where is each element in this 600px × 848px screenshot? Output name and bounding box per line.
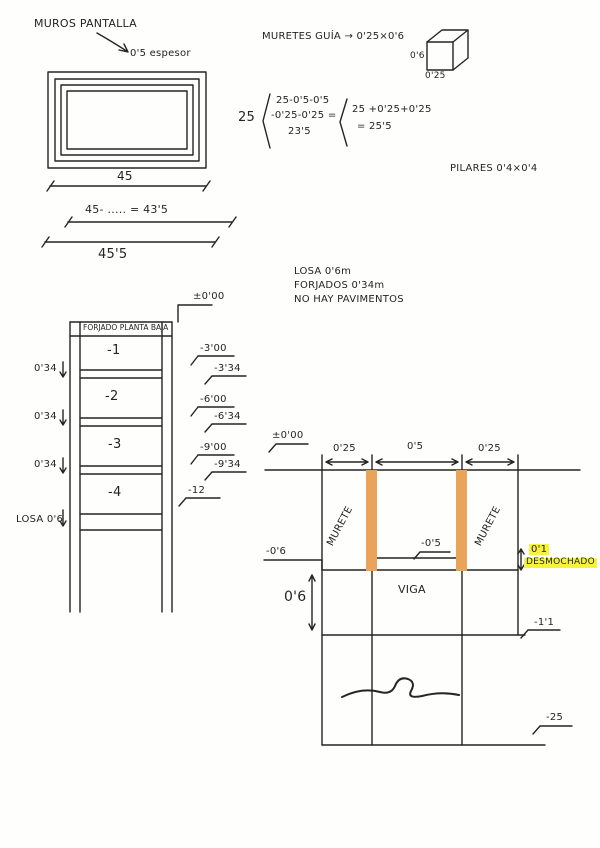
section-dim-mid: 0'5 [407,441,424,452]
beam-depth-dim-arrow [308,574,316,631]
level-mark-600 [190,406,235,417]
calc-brackets [262,93,348,149]
excavation-depth-label: 25 [238,110,256,125]
section-level-zero-mark [268,443,309,453]
slab-2 [79,417,163,427]
murete-3d-box [426,29,469,71]
plan-wall-outer [47,71,207,169]
note-losa: LOSA 0'6m [294,266,352,277]
level-25-label: -25 [546,712,564,723]
plan-wall-line-2 [54,78,200,162]
section-level-zero: ±0'00 [272,430,304,441]
level-300-label: -3'00 [200,343,227,354]
slab-thickness-label-2: 0'34 [34,411,57,422]
slab-thickness-label-3: 0'34 [34,459,57,470]
slab-thickness-arrow-2 [59,409,67,426]
beam-label: VIGA [398,583,426,596]
plan-wall-inner [66,90,188,150]
calc-line-2: -0'25-0'25 = [271,110,337,121]
calc-result-2: = 25'5 [357,121,392,132]
elevation-level-zero: ±0'00 [193,291,225,302]
level-11-label: -1'1 [534,617,555,628]
dim-arrow-mid [375,458,459,466]
calc-line-3: 23'5 [288,126,311,137]
dim-arrow-left [325,458,369,466]
note-forjados: FORJADOS 0'34m [294,280,385,291]
plan-dim-equation: 45- ..... = 43'5 [85,203,169,216]
desmochado-dim-arrow [517,548,525,571]
espesor-note: 0'5 espesor [130,48,191,59]
plan-wall-line-3 [60,84,194,156]
desmochado-label: DESMOCHADO [524,557,597,568]
murete-inner-face-marker-left [366,470,377,571]
calc-line-1: 25-0'5-0'5 [276,95,330,106]
level-mark-06 [263,559,323,571]
box-top-side-faces [426,29,469,71]
box-front-face [426,41,454,71]
dim-arrow-right [465,458,515,466]
level-mark-11 [520,629,561,639]
level-06-label: -0'6 [266,546,287,557]
losa-band [79,513,163,531]
calc-result-1: 25 +0'25+0'25 [352,104,432,115]
level-mark-25 [532,725,573,735]
title-arrow [96,32,129,53]
level-mark-334 [204,375,247,385]
level-600-label: -6'00 [200,394,227,405]
elevation-top-band [69,321,173,337]
slab-thickness-arrow-3 [59,457,67,474]
slab-thickness-label-1: 0'34 [34,363,57,374]
plan-title: MUROS PANTALLA [34,17,137,30]
slab-3 [79,465,163,475]
level-mark-300 [190,355,235,366]
level-900-label: -9'00 [200,442,227,453]
plan-dim-45: 45 [117,169,133,183]
level-334-label: -3'34 [214,363,241,374]
level-mark-934 [204,471,247,481]
box3d-width-label: 0'25 [425,71,446,81]
losa-arrow [59,509,67,527]
muretes-guia-note: MURETES GUÍA → 0'25×0'6 [262,31,405,42]
level-mark-12 [178,497,221,507]
beam-depth-label: 0'6 [284,589,307,605]
level-634-label: -6'34 [214,411,241,422]
elevation-level-zero-mark [177,304,213,323]
section-dim-right: 0'25 [478,443,501,454]
slab-thickness-arrow-1 [59,361,67,378]
losa-thickness-label: LOSA 0'6 [16,514,64,525]
level-05-label: -0'5 [421,538,442,549]
desmochado-value-label: 0'1 [529,544,550,555]
level-mark-900 [190,454,235,465]
section-outer-edges [321,469,519,746]
dim-line-455 [41,236,220,248]
bracket-left [262,93,271,149]
box3d-height-label: 0'6 [410,51,425,61]
section-linework [263,443,581,746]
storey-3-label: -3 [108,437,122,452]
level-mark-05 [413,551,451,560]
level-mark-634 [204,423,247,433]
wall-faces [371,469,463,746]
storey-2-label: -2 [105,389,119,404]
plan-dim-total: 45'5 [98,247,128,262]
murete-inner-face-marker-right [456,470,467,571]
level-12-label: -12 [188,485,206,496]
dim-line-45 [46,180,211,192]
plan-view-linework [41,32,237,248]
dim-line-435 [64,216,237,228]
forjado-planta-baja-label: FORJADO PLANTA BAJA [83,323,169,332]
storey-1-label: -1 [107,343,121,358]
elevation-walls [69,321,173,613]
section-dim-left: 0'25 [333,443,356,454]
break-line-squiggle [341,677,460,698]
level-934-label: -9'34 [214,459,241,470]
pilares-note: PILARES 0'4×0'4 [450,163,538,174]
elevation-linework [59,304,247,613]
dim-ticks [321,454,519,470]
note-pavimentos: NO HAY PAVIMENTOS [294,294,404,305]
slab-1 [79,369,163,379]
storey-4-label: -4 [108,485,122,500]
bracket-right [339,98,348,147]
